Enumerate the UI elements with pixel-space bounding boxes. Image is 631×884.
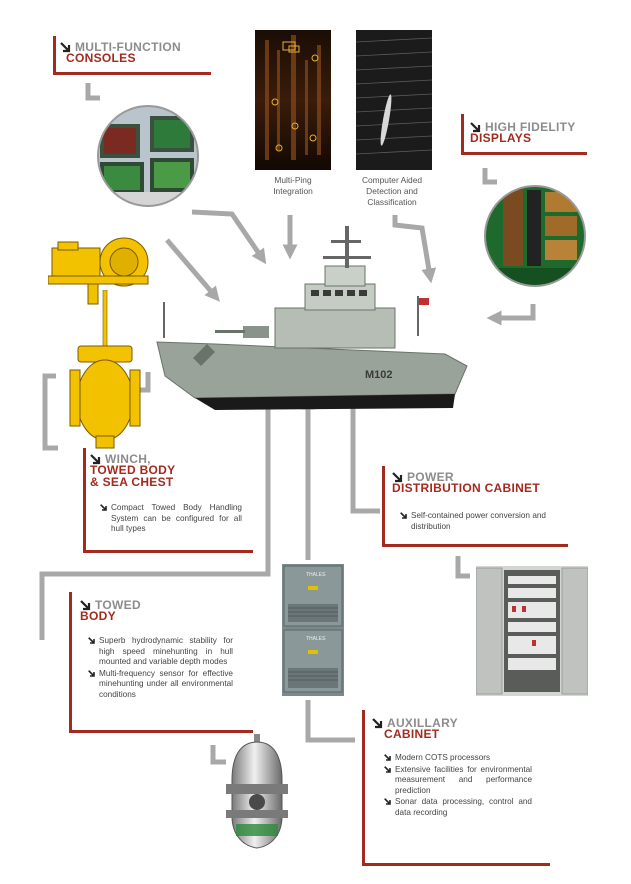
arrow-bullet-icon <box>100 504 107 511</box>
auxillary-description: Modern COTS processors Extensive facilit… <box>384 753 532 819</box>
auxillary-bullet-3: Sonar data processing, control and data … <box>384 797 532 818</box>
towed-body-bullet-2: Multi-frequency sensor for effective min… <box>88 669 233 701</box>
displays-red-bar <box>461 114 464 154</box>
power-bullet: Self-contained power conversion and dist… <box>400 511 546 532</box>
auxillary-cabinet-image: THALES THALES <box>282 564 344 696</box>
sea-chest-illustration <box>69 345 141 449</box>
hull-number: M102 <box>365 369 393 381</box>
arrow-bullet-icon <box>470 122 481 133</box>
winch-title-line3: & SEA CHEST <box>90 475 174 489</box>
towed-body-bullet-1: Superb hydrodynamic stability for high s… <box>88 636 233 668</box>
winch-red-underline <box>83 550 253 553</box>
towed-body-title-line1: TOWED <box>95 598 141 612</box>
towed-body-title-line2: BODY <box>80 609 116 623</box>
auxillary-red-underline <box>362 863 550 866</box>
arrow-bullet-icon <box>384 798 391 805</box>
arrow-bullet-icon <box>88 637 95 644</box>
towed-body-image <box>226 734 288 849</box>
consoles-red-underline <box>53 72 211 75</box>
power-red-bar <box>382 466 385 546</box>
multi-ping-sonar-image <box>255 30 331 170</box>
consoles-title-line2: CONSOLES <box>66 51 136 65</box>
winch-title-line2: TOWED BODY <box>90 463 176 477</box>
arrow-bullet-icon <box>88 669 95 677</box>
arrow-bullet-icon <box>384 765 391 773</box>
thales-label-top: THALES <box>306 572 326 578</box>
power-cabinet-image <box>476 566 588 696</box>
power-title-line1: POWER <box>407 470 454 484</box>
winch-illustration <box>48 237 149 305</box>
towed-body-red-bar <box>69 592 72 732</box>
winch-red-bar <box>83 448 86 552</box>
thales-label-bottom: THALES <box>306 636 326 642</box>
winch-bullet: Compact Towed Body Handling System can b… <box>100 503 242 535</box>
auxillary-bullet-2: Extensive facilities for environmental m… <box>384 765 532 797</box>
multi-ping-caption: Multi-Ping Integration <box>273 175 313 196</box>
arrow-bullet-icon <box>60 42 71 53</box>
auxillary-title-line2: CABINET <box>384 727 440 741</box>
consoles-red-bar <box>53 36 56 74</box>
power-description: Self-contained power conversion and dist… <box>400 511 546 533</box>
consoles-photo <box>97 105 199 207</box>
ship-illustration: M102 <box>156 226 468 410</box>
winch-description: Compact Towed Body Handling System can b… <box>100 503 242 536</box>
arrow-bullet-icon <box>372 718 383 729</box>
arrow-bullet-icon <box>392 472 403 483</box>
arrow-bullet-icon <box>90 454 101 465</box>
arrow-bullet-icon <box>80 600 91 611</box>
power-red-underline <box>382 544 568 547</box>
displays-red-underline <box>461 152 587 155</box>
displays-title-line1: HIGH FIDELITY <box>485 120 576 134</box>
auxillary-bullet-1: Modern COTS processors <box>384 753 532 764</box>
displays-photo <box>484 185 586 287</box>
consoles-title-line1: MULTI-FUNCTION <box>75 40 181 54</box>
displays-title-line2: DISPLAYS <box>470 131 532 145</box>
cadc-sonar-image <box>356 30 432 170</box>
tow-cable <box>102 290 108 350</box>
arrow-bullet-icon <box>384 754 391 761</box>
cadc-caption: Computer Aided Detection and Classificat… <box>361 175 423 207</box>
power-title-line2: DISTRIBUTION CABINET <box>392 481 540 495</box>
auxillary-red-bar <box>362 710 365 866</box>
arrow-bullet-icon <box>400 512 407 519</box>
winch-title-line1: WINCH, <box>105 452 151 466</box>
towed-body-description: Superb hydrodynamic stability for high s… <box>88 636 233 701</box>
towed-body-red-underline <box>69 730 253 733</box>
auxillary-title-line1: AUXILLARY <box>387 716 458 730</box>
